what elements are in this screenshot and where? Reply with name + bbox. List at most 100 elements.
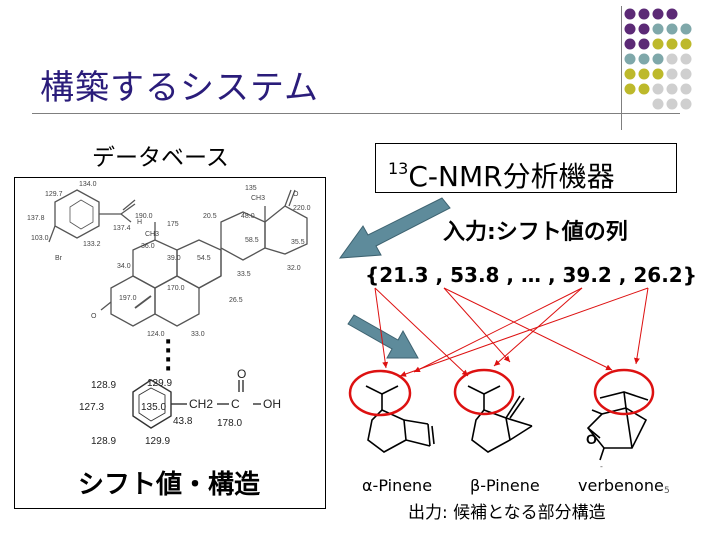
decor-dot [624, 68, 636, 80]
steroid-shift-value: 137.8 [27, 215, 45, 222]
steroid-atom-label: CH3 [251, 195, 265, 202]
decor-dot [638, 23, 650, 35]
shift-value-list: {21.3 , 53.8 , … , 39.2 , 26.2} [365, 263, 697, 287]
steroid-shift-value: 190.0 [135, 213, 153, 220]
steroid-shift-value: 34.0 [117, 263, 131, 270]
decor-dot [638, 8, 650, 20]
steroid-shift-value: 134.0 [79, 181, 97, 188]
decor-dot [624, 83, 636, 95]
steroid-atom-label: H [137, 219, 142, 226]
decor-dot [666, 68, 678, 80]
database-box: 129.7 134.0 137.8 190.0 103.0 133.2 137.4 175 13… [14, 177, 326, 509]
steroid-atom-label: O [293, 191, 299, 198]
steroid-shift-value: 137.4 [113, 225, 131, 232]
steroid-shift-value: 103.0 [31, 235, 49, 242]
steroid-shift-value: 170.0 [167, 285, 185, 292]
steroid-shift-value: 197.0 [119, 295, 137, 302]
decor-dot [666, 23, 678, 35]
decor-dot [666, 83, 678, 95]
decor-dot [652, 83, 664, 95]
decor-dot [680, 98, 692, 110]
decor-dot [680, 23, 692, 35]
phenylacetic-shift-value: 129.9 [147, 378, 172, 389]
steroid-shift-value: 129.7 [45, 191, 63, 198]
mapping-arrows [374, 287, 649, 377]
shift-structure-label: シフト値・構造 [78, 470, 261, 500]
instrument-name: C-NMR分析機器 [408, 160, 615, 193]
steroid-shift-value: 124.0 [147, 331, 165, 338]
steroid-shift-value: 48.0 [241, 213, 255, 220]
steroid-shift-value: 133.2 [83, 241, 101, 248]
vertical-divider [621, 6, 622, 130]
beta-greek: β [470, 476, 481, 495]
steroid-shift-value: 39.0 [167, 255, 181, 262]
steroid-shift-value: 54.5 [197, 255, 211, 262]
page-number: 5 [664, 486, 670, 496]
decor-dot [624, 8, 636, 20]
phenylacetic-shift-value: 127.3 [79, 402, 104, 413]
phenylacetic-atom-label: OH [263, 397, 281, 411]
beta-pinene-label: β-Pinene [470, 476, 540, 495]
alpha-pinene-label: α-Pinene [362, 476, 432, 495]
decor-dot [638, 83, 650, 95]
decor-dot [680, 53, 692, 65]
decor-dot [652, 23, 664, 35]
phenylacetic-shift-value: 129.9 [145, 436, 170, 447]
phenylacetic-structure [132, 379, 261, 429]
decor-dot [638, 38, 650, 50]
steroid-shift-value: 20.5 [203, 213, 217, 220]
steroid-shift-value: 32.0 [287, 265, 301, 272]
steroid-shift-value: 33.0 [191, 331, 205, 338]
database-label: データベース [92, 145, 229, 171]
decor-dot [652, 98, 664, 110]
output-label: 出力: 候補となる部分構造 [408, 503, 606, 523]
alpha-highlight-circle [348, 369, 412, 417]
decor-dot [624, 23, 636, 35]
decorative-dot-grid [624, 8, 692, 110]
phenylacetic-atom-label: O [237, 367, 246, 381]
phenylacetic-shift-value: 135.0 [141, 402, 166, 413]
steroid-shift-value: 33.5 [237, 271, 251, 278]
phenylacetic-atom-label: C [231, 397, 240, 411]
decor-dot [680, 68, 692, 80]
steroid-shift-value: 135 [245, 185, 257, 192]
verbenone-highlight-circle [593, 368, 655, 416]
steroid-atom-label: O [91, 313, 97, 320]
beta-pinene-structure [467, 385, 533, 453]
verbenone-label: verbenone [578, 476, 664, 495]
phenylacetic-atom-label: CH2 [189, 397, 213, 411]
decor-dot [652, 53, 664, 65]
decor-dot [638, 53, 650, 65]
steroid-atom-label: CH3 [145, 231, 159, 238]
phenylacetic-shift-value: 178.0 [217, 418, 242, 429]
steroid-shift-value: 175 [167, 221, 179, 228]
phenylacetic-shift-value: 128.9 [91, 436, 116, 447]
decor-dot [652, 38, 664, 50]
decor-dot [652, 68, 664, 80]
decor-dot [638, 68, 650, 80]
decor-dot [666, 38, 678, 50]
title-underline [32, 113, 680, 114]
alpha-pinene-structure [365, 385, 435, 453]
steroid-shift-value: 35.5 [291, 239, 305, 246]
decor-dot [666, 98, 678, 110]
vertical-ellipsis: ···· [164, 330, 173, 382]
steroid-shift-value: 26.5 [229, 297, 243, 304]
decor-dot [652, 8, 664, 20]
steroid-shift-value: 220.0 [293, 205, 311, 212]
input-label: 入力:シフト値の列 [443, 220, 628, 245]
big-arrow-to-structures [347, 314, 419, 359]
alpha-name: -Pinene [372, 476, 433, 495]
decor-dot [666, 53, 678, 65]
steroid-structure [48, 189, 308, 327]
decor-dot [680, 83, 692, 95]
decor-dot [666, 8, 678, 20]
steroid-shift-value: 36.0 [141, 243, 155, 250]
decor-dot [624, 38, 636, 50]
isotope-superscript: 13 [388, 159, 409, 178]
small-mark: - [600, 462, 603, 471]
beta-highlight-circle [453, 368, 515, 416]
